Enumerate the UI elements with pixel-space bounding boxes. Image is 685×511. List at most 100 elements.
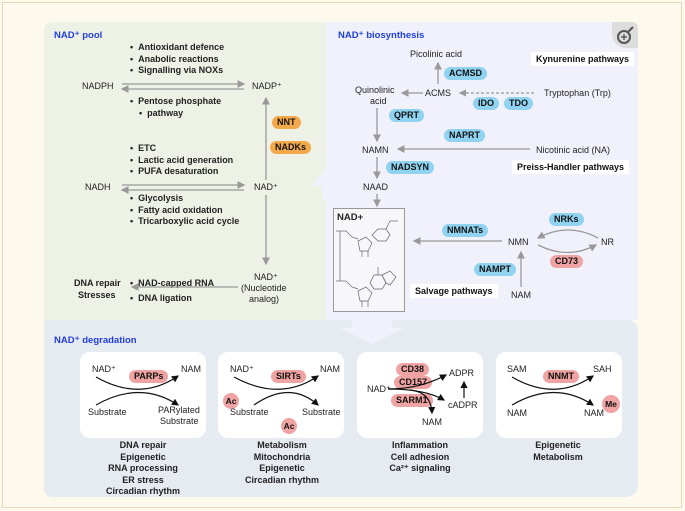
methyl-mod: Me (602, 395, 620, 413)
adpr-label: ADPR (449, 368, 475, 378)
cd38-nam: NAM (422, 417, 442, 427)
enzyme-cd157: CD157 (394, 376, 433, 389)
enzyme-nmnats: NMNATs (442, 224, 489, 237)
enzyme-ido: IDO (473, 97, 500, 110)
role: Metabolism (533, 451, 583, 462)
tryptophan-label: Tryptophan (Trp) (544, 88, 611, 98)
nadh-bottom-bullets: Glycolysis Fatty acid oxidation Tricarbo… (130, 193, 239, 228)
enzyme-parps: PARPs (129, 370, 169, 383)
parps-parylated-substrate: Substrate (160, 416, 199, 426)
bullet: Antioxidant defence (130, 42, 224, 54)
enzyme-nadks: NADKs (270, 141, 312, 154)
role: Cell adhesion (390, 451, 450, 462)
acetyl-mod-2: Ac (281, 418, 297, 434)
nnmt-roles: Epigenetic Metabolism (488, 440, 628, 463)
parps-substrate: Substrate (88, 407, 127, 417)
namn-label: NAMN (362, 145, 389, 155)
bullet: DNA ligation (130, 291, 214, 306)
enzyme-acmsd: ACMSD (444, 67, 487, 80)
cd38-roles: Inflammation Cell adhesion Ca²⁺ signalin… (350, 440, 490, 475)
nr-label: NR (601, 237, 614, 247)
sirts-substrate-in: Substrate (230, 407, 269, 417)
role: Circadian rhythm (105, 486, 181, 496)
role: Epigenetic (120, 451, 166, 462)
bullet: Glycolysis (130, 193, 239, 205)
biosynthesis-title: NAD⁺ biosynthesis (338, 30, 425, 41)
bullet: Signalling via NOXs (130, 65, 224, 77)
nucleotide-nad: NAD⁺ (254, 272, 278, 282)
quinolinic-acid-1: Quinolinic (355, 85, 395, 95)
sirts-roles: Metabolism Mitochondria Epigenetic Circa… (212, 440, 352, 486)
nam-label: NAM (511, 290, 531, 300)
bullet: Fatty acid oxidation (130, 205, 239, 217)
parps-roles: DNA repair Epigenetic RNA processing ER … (73, 440, 213, 498)
role: Circadian rhythm (244, 474, 320, 485)
nnmt-nam-in: NAM (507, 408, 527, 418)
nnmt-sah: SAH (593, 364, 612, 374)
bullet-continued: pathway (130, 108, 221, 120)
enzyme-cd38: CD38 (396, 363, 430, 376)
role: Epigenetic (259, 463, 305, 473)
cadpr-label: cADPR (448, 400, 478, 410)
nadph-top-bullets: Antioxidant defence Anabolic reactions S… (130, 42, 224, 77)
enzyme-nrks: NRKs (549, 213, 584, 226)
nmn-label: NMN (508, 237, 529, 247)
enzyme-nnmt: NNMT (543, 370, 579, 383)
nadph-bottom-bullets: Pentose phosphate pathway (130, 96, 221, 119)
nad-label: NAD⁺ (254, 182, 278, 192)
quinolinic-acid-2: acid (370, 96, 387, 106)
bullet: Anabolic reactions (130, 54, 224, 66)
nad-molecule-structure: NAD+ (333, 208, 405, 312)
nicotinic-acid-label: Nicotinic acid (NA) (536, 145, 611, 155)
bullet: ETC (130, 143, 233, 155)
nadp-label: NADP⁺ (252, 81, 282, 91)
bullet: Lactic acid generation (130, 155, 233, 167)
sirts-substrate-out: Substrate (302, 407, 341, 417)
role: Inflammation (391, 440, 448, 450)
cd38-nad: NAD⁺ (367, 384, 391, 394)
role: ER stress (122, 474, 164, 485)
parps-nam: NAM (181, 364, 201, 374)
nucleotide-bullets: NAD-capped RNA DNA ligation (130, 276, 214, 306)
sirts-nad: NAD⁺ (230, 364, 254, 374)
parps-nad: NAD⁺ (92, 364, 116, 374)
bullet: Pentose phosphate (130, 96, 221, 108)
acms-label: ACMS (425, 88, 452, 98)
enzyme-nnt: NNT (272, 116, 301, 129)
enzyme-cd73: CD73 (550, 255, 584, 268)
picolinic-acid: Picolinic acid (410, 49, 463, 59)
salvage-pathways-label: Salvage pathways (410, 284, 498, 298)
pool-title: NAD⁺ pool (54, 30, 103, 41)
role: RNA processing (108, 463, 178, 473)
bullet: PUFA desaturation (130, 166, 233, 178)
enzyme-tdo: TDO (504, 97, 533, 110)
enzyme-sirts: SIRTs (271, 370, 306, 383)
degradation-title: NAD⁺ degradation (54, 335, 137, 346)
kynurenine-pathways-label: Kynurenine pathways (531, 52, 635, 66)
role: Ca²⁺ signaling (389, 463, 451, 473)
stresses-label: Stresses (78, 290, 116, 300)
bullet: Tricarboxylic acid cycle (130, 216, 239, 228)
sirts-nam: NAM (320, 364, 340, 374)
enzyme-qprt: QPRT (389, 109, 425, 122)
nnmt-sam: SAM (507, 364, 527, 374)
role: Mitochondria (253, 451, 311, 462)
nadh-label: NADH (85, 182, 111, 192)
nadh-top-bullets: ETC Lactic acid generation PUFA desatura… (130, 143, 233, 178)
dna-repair-label: DNA repair (74, 278, 121, 288)
enzyme-nadsyn: NADSYN (386, 161, 435, 174)
nadph-label: NADPH (82, 81, 114, 91)
nad-structure-drawing (336, 220, 398, 307)
enzyme-naprt: NAPRT (444, 129, 485, 142)
nucleotide-line3: analog) (249, 294, 280, 304)
acetyl-mod-1: Ac (223, 393, 239, 409)
zoom-in-icon (617, 26, 634, 44)
role: Metabolism (257, 440, 307, 450)
nucleotide-line2: (Nucleotide (241, 283, 287, 293)
parps-parylated: PARylated (158, 405, 200, 415)
bullet: NAD-capped RNA (130, 276, 214, 291)
zoom-button[interactable] (612, 22, 638, 48)
enzyme-nampt: NAMPT (474, 263, 516, 276)
nnmt-nam-out: NAM (584, 408, 604, 418)
